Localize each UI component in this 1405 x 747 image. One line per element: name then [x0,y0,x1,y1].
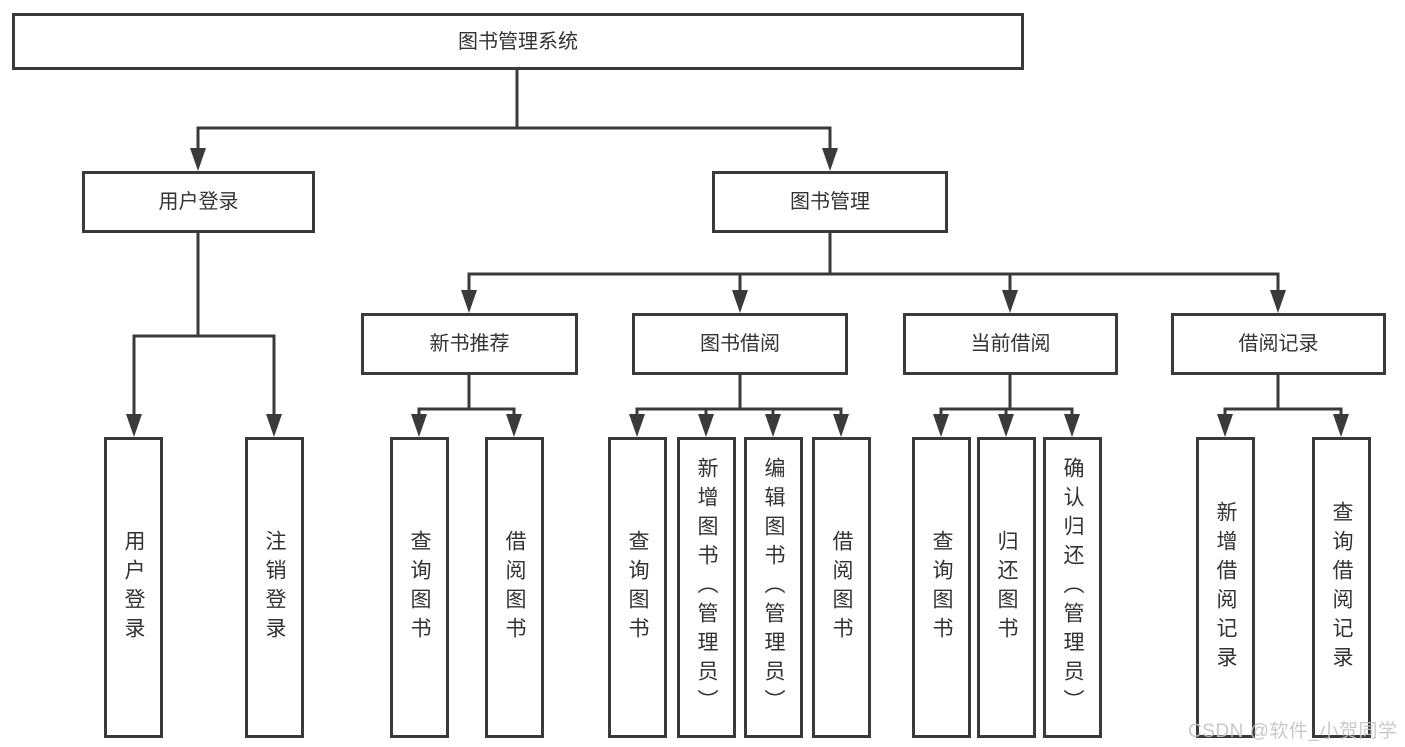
leaf-edit-book-admin: 编辑图书（管理员） [744,437,803,738]
leaf-query-books-current: 查询图书 [912,437,971,738]
node-current-borrowing: 当前借阅 [903,313,1118,375]
leaf-query-books-recommend: 查询图书 [390,437,449,738]
node-book-borrowing: 图书借阅 [632,313,848,375]
node-book-management: 图书管理 [712,171,948,233]
leaf-borrow-books: 借阅图书 [812,437,871,738]
leaf-query-borrow-record: 查询借阅记录 [1312,437,1371,738]
node-new-book-recommend: 新书推荐 [361,313,578,375]
leaf-confirm-return-admin: 确认归还（管理员） [1043,437,1102,738]
leaf-query-books-borrowing: 查询图书 [608,437,667,738]
node-borrowing-records: 借阅记录 [1171,313,1386,375]
leaf-return-books: 归还图书 [977,437,1036,738]
leaf-logout: 注销登录 [245,437,304,738]
leaf-add-book-admin: 新增图书（管理员） [677,437,736,738]
leaf-borrow-books-recommend: 借阅图书 [485,437,544,738]
csdn-watermark: CSDN @软件_小贺同学 [1188,721,1398,742]
leaf-add-borrow-record: 新增借阅记录 [1196,437,1255,738]
arrowhead-icons [126,148,1349,437]
node-root-system: 图书管理系统 [12,13,1024,70]
leaf-user-login: 用户登录 [104,437,163,738]
node-user-login: 用户登录 [82,171,315,233]
